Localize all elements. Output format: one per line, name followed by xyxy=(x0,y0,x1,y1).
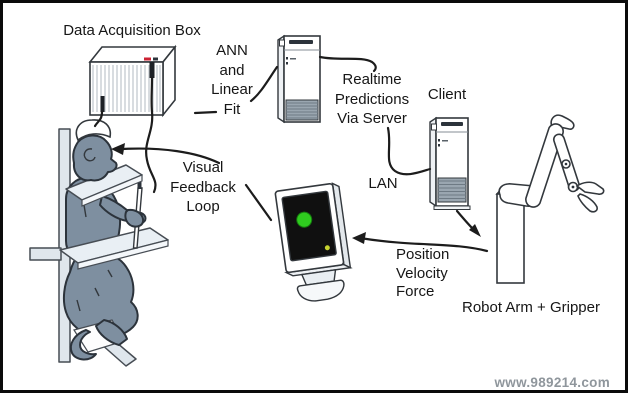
robot-arm-illustration xyxy=(495,114,605,284)
gripper xyxy=(575,181,605,213)
arrow-robot-to-monitor xyxy=(352,232,489,253)
chair-tray xyxy=(59,227,169,270)
wire-box-to-implant xyxy=(93,110,104,128)
leader-line-fit xyxy=(193,110,218,115)
drive-slot xyxy=(441,122,463,126)
target-dot xyxy=(296,211,313,228)
leader-linear-to-server xyxy=(249,65,279,103)
visual-feedback-loop-label: Visual Feedback Loop xyxy=(170,159,236,215)
data-acquisition-box-label: Data Acquisition Box xyxy=(63,22,201,39)
vent-stripes xyxy=(92,65,161,112)
cable-plug xyxy=(149,62,155,78)
arrow-feedback-to-monkey xyxy=(111,143,221,165)
line-feedback-to-monitor xyxy=(244,183,273,222)
arrow-client-to-robot xyxy=(455,209,481,237)
lan-label: LAN xyxy=(368,175,398,192)
ann-linear-fit-label: ANN and Linear Fit xyxy=(211,42,253,118)
client-label: Client xyxy=(427,86,467,103)
wire-box-to-joystick xyxy=(145,76,157,194)
head-implant xyxy=(75,119,112,142)
wire-viaserver-to-client xyxy=(386,126,432,176)
crt-monitor xyxy=(274,182,353,302)
cursor-dot xyxy=(324,245,330,251)
position-velocity-force-label: Position Velocity Force xyxy=(396,246,450,300)
monitor-screen xyxy=(281,190,337,262)
data-acquisition-box-illustration xyxy=(88,44,177,118)
status-led xyxy=(144,57,151,61)
robot-arm-gripper-label: Robot Arm + Gripper xyxy=(462,299,600,316)
monkey-illustration xyxy=(59,119,169,361)
realtime-predictions-label: Realtime Predictions Via Server xyxy=(334,71,410,127)
client-server-tower xyxy=(429,116,471,210)
wire-server-to-realtime xyxy=(318,55,377,73)
watermark-text: www.989214.com xyxy=(494,375,610,390)
ann-server-tower xyxy=(277,34,321,124)
drive-slot xyxy=(289,40,313,44)
monitor-base xyxy=(296,279,345,302)
